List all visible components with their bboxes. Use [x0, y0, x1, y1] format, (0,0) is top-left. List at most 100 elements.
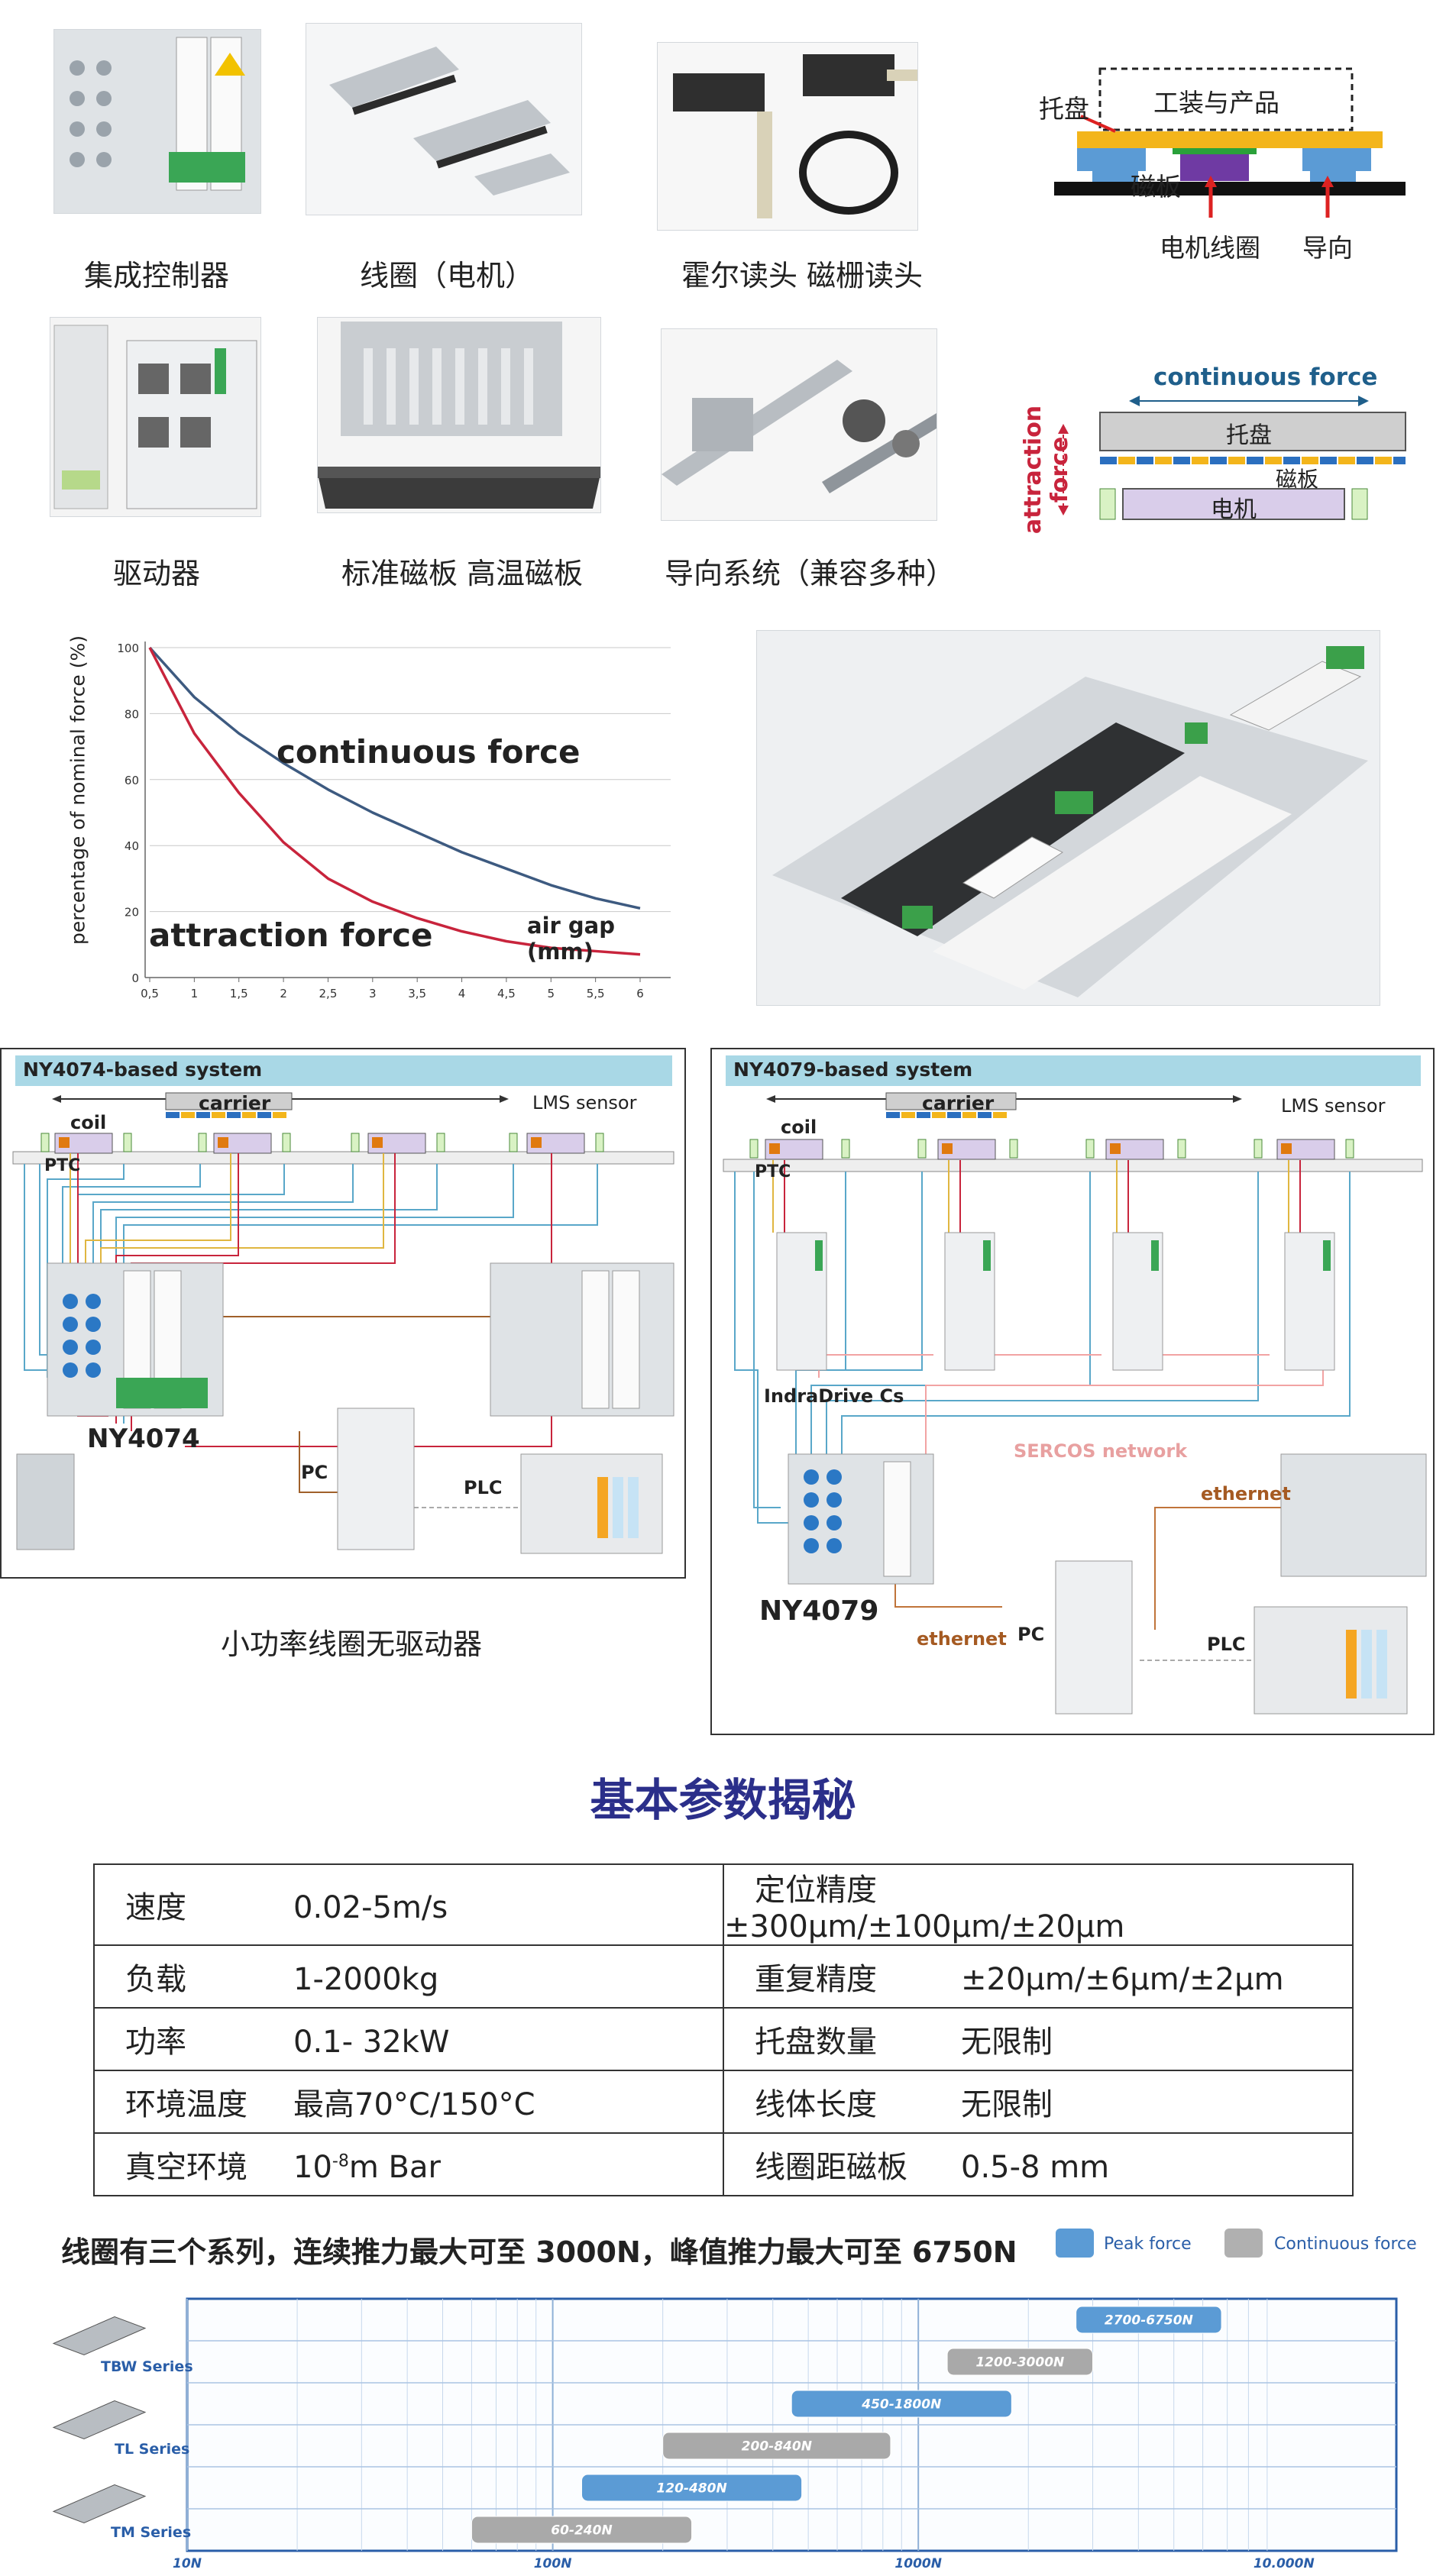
caption-integrated-controller: 集成控制器	[83, 259, 229, 293]
force-chart-xlabel: air gap (mm)	[527, 913, 615, 965]
series-motor-icon	[52, 2484, 147, 2524]
x-tick-label: 3,5	[408, 987, 426, 1000]
pc-image	[337, 1408, 415, 1550]
system-right-panel: NY4079-based system	[710, 1048, 1435, 1735]
y-tick-label: 0	[131, 971, 139, 985]
sensor-image	[658, 43, 917, 230]
param-key: 定位精度	[755, 1873, 877, 1908]
tray-label-2: 托盘	[1226, 422, 1272, 449]
integrated-controller-image	[54, 30, 260, 213]
series-x-label: 1000N	[894, 2556, 942, 2571]
series-line-continuous-force	[148, 646, 641, 910]
system-left-svg	[12, 1092, 674, 1554]
x-tick-label: 2	[280, 987, 287, 1000]
x-tick-label: 4	[458, 987, 466, 1000]
system-right-svg	[723, 1092, 1427, 1715]
motor-label: 电机	[1211, 496, 1257, 523]
right-coil-label: coil	[781, 1117, 817, 1138]
right-ptc-label: PTC	[755, 1162, 791, 1181]
guide-system-photo	[661, 328, 937, 521]
x-tick-label: 1,5	[230, 987, 248, 1000]
series-bar	[662, 2432, 891, 2460]
param-key: 负载	[125, 1962, 186, 1997]
system-left-title: NY4074-based system	[23, 1059, 263, 1081]
series-bar-label: 60-240N	[551, 2523, 612, 2539]
series-bar-label: 120-480N	[656, 2481, 726, 2497]
y-tick-label: 40	[125, 839, 139, 853]
series-x-label: 100N	[534, 2556, 572, 2571]
x-tick-label: 6	[636, 987, 644, 1000]
legend-cont-swatch	[1224, 2229, 1263, 2258]
caption-magnet-plate: 标准磁板 高温磁板	[341, 557, 584, 590]
right-carrier-label: carrier	[922, 1092, 995, 1114]
right-lms-label: LMS sensor	[1281, 1095, 1386, 1117]
right-plc-label: PLC	[1207, 1634, 1246, 1655]
coil-block	[1180, 154, 1249, 181]
param-key: 功率	[125, 2025, 186, 2060]
magnet-strip	[1173, 148, 1257, 154]
table-row: 环境温度最高70°C/150°C 线体长度无限制	[93, 2070, 1354, 2134]
param-value: 1-2000kg	[293, 1962, 439, 1997]
series-motor-icon	[52, 2400, 147, 2440]
series-bar-label: 1200-3000N	[975, 2355, 1064, 2371]
coil-image	[306, 24, 581, 215]
structure-diagram-2: continuous force attraction force 托盘 磁板 …	[1020, 359, 1428, 558]
magnet-label-2: 磁板	[1276, 467, 1319, 492]
second-controller-right-image	[1280, 1453, 1427, 1577]
magnet-image	[318, 318, 600, 512]
x-tick-label: 5,5	[587, 987, 605, 1000]
x-tick-label: 5	[547, 987, 555, 1000]
integrated-controller-photo	[53, 29, 261, 214]
vacuum-unit: m Bar	[348, 2150, 441, 2185]
left-coil-label: coil	[70, 1112, 107, 1133]
y-tick-label: 100	[117, 642, 139, 655]
legend-peak-label: Peak force	[1104, 2235, 1192, 2254]
caption-coil-motor: 线圈（电机）	[359, 259, 534, 293]
series-bar	[471, 2516, 693, 2544]
x-tick-label: 3	[369, 987, 377, 1000]
series-line-attraction-force	[148, 647, 641, 956]
series-bar	[581, 2474, 803, 2502]
force-chart-ylabel: percentage of nominal force (%)	[66, 635, 89, 945]
structure-diagram-2-svg	[1058, 396, 1406, 520]
magnet-plate-photo	[317, 317, 601, 513]
track-render-image	[757, 631, 1380, 1005]
io-card-image	[16, 1453, 75, 1550]
param-value: 最高70°C/150°C	[293, 2087, 535, 2122]
y-tick-label: 60	[125, 774, 139, 787]
params-title: 基本参数揭秘	[590, 1774, 856, 1826]
guide-label: 导向	[1302, 233, 1353, 263]
vacuum-base: 10	[293, 2150, 332, 2185]
x-tick-label: 4,5	[497, 987, 516, 1000]
series-bar	[791, 2390, 1012, 2418]
param-value: 0.02-5m/s	[293, 1890, 448, 1925]
param-key: 真空环境	[125, 2150, 247, 2185]
param-value: 10-8m Bar	[293, 2150, 441, 2185]
y-tick-label: 20	[125, 906, 139, 920]
ny4074-label: NY4074	[87, 1424, 200, 1454]
param-key: 环境温度	[125, 2087, 247, 2122]
param-key: 托盘数量	[755, 2025, 877, 2060]
drive-image	[50, 318, 260, 516]
param-value: ±20μm/±6μm/±2μm	[961, 1962, 1284, 1997]
guide-right	[1302, 148, 1371, 171]
tray-bar	[1077, 131, 1383, 148]
system-right-title: NY4079-based system	[733, 1059, 973, 1081]
base-rail	[1054, 182, 1406, 196]
hall-sensor-photo	[657, 42, 918, 231]
sercos-network-label: SERCOS network	[1014, 1440, 1188, 1462]
param-value: 无限制	[961, 2087, 1053, 2122]
drive-photo	[50, 317, 261, 517]
guide-image	[662, 329, 937, 520]
series-bar	[1076, 2306, 1222, 2334]
series-bar-label: 2700-6750N	[1105, 2313, 1193, 2329]
series-label-tbw: TBW Series	[101, 2358, 193, 2375]
guide-left	[1077, 148, 1146, 171]
tray-block	[1099, 412, 1406, 451]
series-x-label: 10N	[173, 2556, 202, 2571]
ethernet-label-2: ethernet	[917, 1628, 1007, 1650]
